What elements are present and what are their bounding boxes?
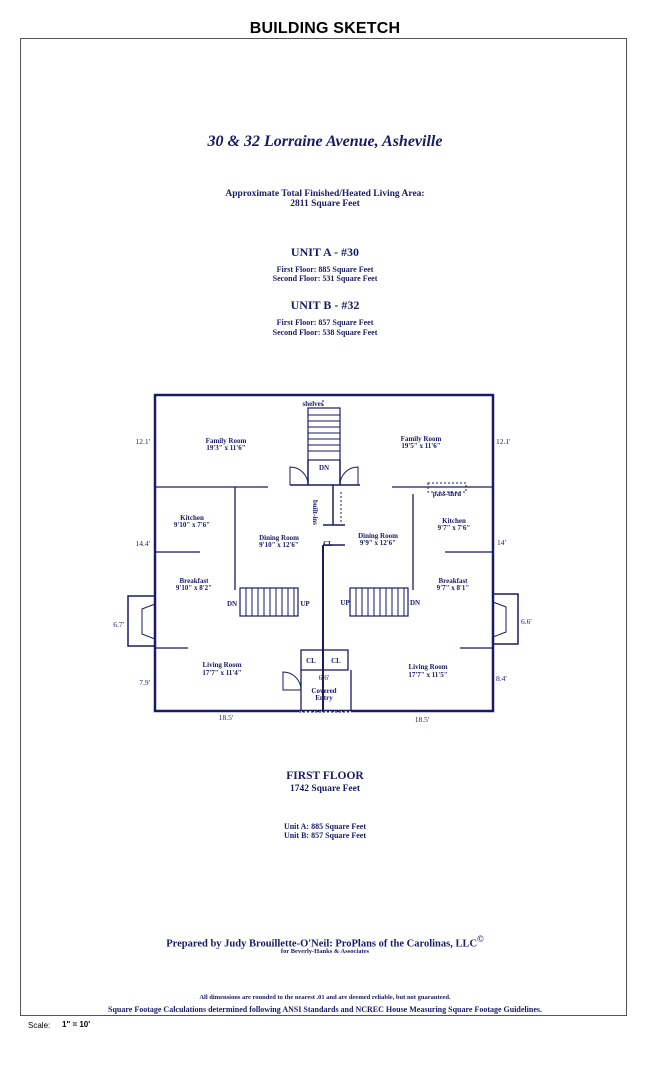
total-area-label: Approximate Total Finished/Heated Living… <box>225 189 425 199</box>
room-breakfast-a-dim: 9'10" x 8'2" <box>176 584 212 592</box>
stair-a-dn-label: DN <box>227 600 237 608</box>
closet-right-label: CL <box>331 657 341 665</box>
page-title: BUILDING SKETCH <box>249 20 401 37</box>
room-living-b: Living Room <box>408 663 447 671</box>
dim-left-top: 12.1' <box>136 437 151 446</box>
scale-label: Scale: <box>28 1021 51 1030</box>
room-living-a-dim: 17'7" x 11'4" <box>202 669 241 677</box>
dim-right-mid: 14' <box>497 538 507 547</box>
stair-b-dn-label: DN <box>410 599 420 607</box>
stair-b-up-label: UP <box>340 599 350 607</box>
dim-left-bottom: 7.9' <box>139 678 150 687</box>
unit-b-second-floor: Second Floor: 538 Square Feet <box>272 328 378 337</box>
room-family-b: Family Room <box>401 435 442 443</box>
prepared-by-text: Prepared by Judy Brouillette-O'Neil: Pro… <box>166 938 478 950</box>
first-floor-unit-b: Unit B: 857 Square Feet <box>283 831 367 840</box>
room-dining-a-dim: 9'10" x 12'6" <box>259 541 299 549</box>
closet-left-label: CL <box>306 657 316 665</box>
scale-value: 1" = 10' <box>62 1020 91 1029</box>
room-dining-b: Dining Room <box>358 532 398 540</box>
prepared-by: Prepared by Judy Brouillette-O'Neil: Pro… <box>0 934 650 950</box>
dim-left-mid: 14.4' <box>136 539 151 548</box>
room-breakfast-a: Breakfast <box>179 577 209 585</box>
unit-a-second-floor: Second Floor: 531 Square Feet <box>272 274 378 283</box>
first-floor-title: FIRST FLOOR <box>286 770 364 782</box>
floor-plan: shelves DN built-ins pass-thru CL CL CL … <box>113 393 532 724</box>
unit-a-title: UNIT A - #30 <box>290 245 360 259</box>
covered-entry-label-1: Covered <box>311 687 336 695</box>
closet-center-label: CL <box>323 540 333 548</box>
room-dining-a: Dining Room <box>259 534 299 542</box>
fireplace-left <box>127 595 156 647</box>
unit-b-title: UNIT B - #32 <box>290 298 360 312</box>
copyright-mark: © <box>477 934 484 944</box>
prepared-for: for Beverly-Hanks & Associates <box>280 948 370 955</box>
entry-closets <box>300 649 349 671</box>
room-kitchen-a: Kitchen <box>180 514 204 522</box>
room-dining-b-dim: 9'9" x 12'6" <box>360 539 396 547</box>
stair-right <box>349 587 409 617</box>
dim-entry: 6.6' <box>319 673 330 682</box>
room-family-a: Family Room <box>206 437 247 445</box>
room-living-a: Living Room <box>202 661 241 669</box>
dim-right-fireplace: 6.6' <box>521 617 532 626</box>
room-breakfast-b: Breakfast <box>438 577 468 585</box>
pass-thru-label: pass-thru <box>433 490 462 498</box>
dim-left-fireplace: 6.7' <box>113 620 124 629</box>
dim-bottom-left: 18.5' <box>219 713 234 722</box>
room-kitchen-b-dim: 9'7" x 7'6" <box>438 524 471 532</box>
disclaimer: All dimensions are rounded to the neares… <box>199 994 451 1001</box>
dim-right-bottom: 8.4' <box>496 674 507 683</box>
stair-dn-label: DN <box>319 464 329 472</box>
sheet-border <box>20 38 627 1016</box>
covered-entry-label-2: Entry <box>315 694 333 702</box>
property-address: 30 & 32 Lorraine Avenue, Asheville <box>207 133 443 150</box>
room-breakfast-b-dim: 9'7" x 8'1" <box>437 584 470 592</box>
shelves-label: shelves <box>303 400 324 408</box>
first-floor-area: 1742 Square Feet <box>289 784 360 794</box>
room-family-b-dim: 19'5" x 11'6" <box>401 442 440 450</box>
fireplace-right <box>492 593 519 645</box>
room-living-b-dim: 17'7" x 11'5" <box>408 671 447 679</box>
stair-a-up-label: UP <box>300 600 310 608</box>
stair-top <box>307 407 341 461</box>
total-area-value: 2811 Square Feet <box>290 199 360 209</box>
built-ins-label: built-ins <box>311 500 319 525</box>
first-floor-unit-a: Unit A: 885 Square Feet <box>283 822 367 831</box>
unit-a-first-floor: First Floor: 885 Square Feet <box>276 265 374 274</box>
room-kitchen-a-dim: 9'10" x 7'6" <box>174 521 210 529</box>
standards-note: Square Footage Calculations determined f… <box>108 1005 542 1014</box>
stair-left <box>239 587 299 617</box>
dim-bottom-right: 18.5' <box>415 715 430 724</box>
dim-right-top: 12.1' <box>496 437 511 446</box>
room-kitchen-b: Kitchen <box>442 517 466 525</box>
unit-b-first-floor: First Floor: 857 Square Feet <box>276 318 374 327</box>
room-family-a-dim: 19'3" x 11'6" <box>206 444 245 452</box>
